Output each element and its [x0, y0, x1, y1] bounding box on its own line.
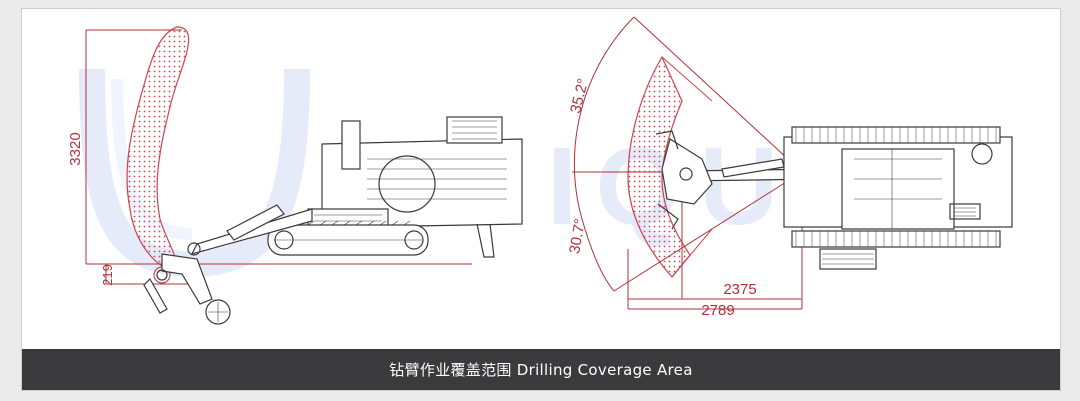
angle-up-label: 35.2°	[567, 77, 592, 115]
reach-outer-label: 2789	[701, 302, 734, 319]
figure-card: UNIQUE 3320 219	[21, 8, 1061, 391]
dimension-offset-label: 219	[100, 264, 115, 286]
side-machine-outline	[143, 116, 523, 325]
caption-text: 钻臂作业覆盖范围 Drilling Coverage Area	[389, 361, 693, 379]
top-view: 35.2° 30.7° 2375 2789	[566, 16, 1013, 319]
caption-bar: 钻臂作业覆盖范围 Drilling Coverage Area	[22, 349, 1060, 390]
side-view: 3320 219	[67, 26, 523, 325]
top-machine-outline	[655, 126, 1013, 270]
drilling-coverage-diagram: UNIQUE 3320 219	[67, 16, 1013, 325]
angle-down-label: 30.7°	[566, 217, 589, 255]
reach-inner-label: 2375	[723, 281, 756, 298]
dimension-height-label: 3320	[67, 132, 84, 165]
